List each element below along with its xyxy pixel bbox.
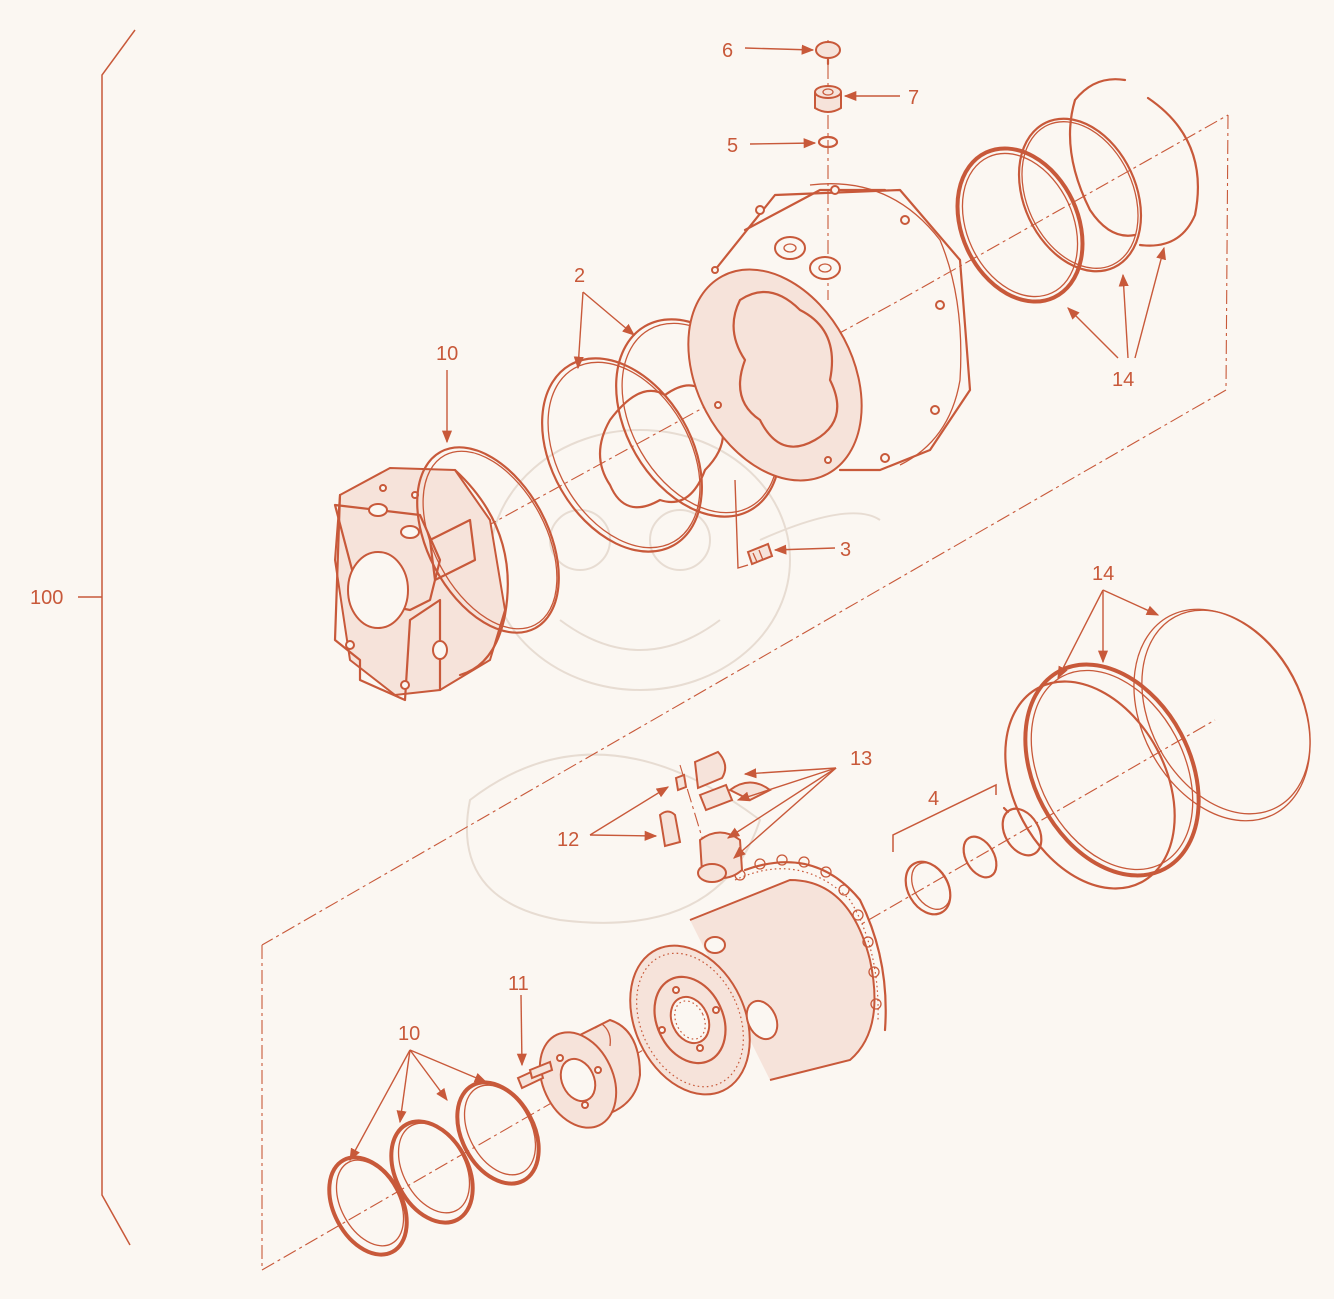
callout-12: 12 — [557, 829, 579, 851]
callout-10-upper: 10 — [436, 343, 458, 365]
set-screw — [734, 479, 774, 569]
spacer-group — [892, 783, 1043, 916]
cap-plug-6 — [815, 41, 841, 59]
callout-14-lower: 14 — [1092, 563, 1114, 585]
callout-5: 5 — [727, 135, 738, 157]
retaining-rings-10-lower — [327, 1080, 541, 1257]
callout-10-lower: 10 — [398, 1023, 420, 1045]
retaining-rings-upper — [955, 78, 1199, 304]
callout-11: 11 — [508, 973, 529, 995]
callout-100: 100 — [30, 587, 63, 609]
assembly-bracket: 100 — [30, 29, 136, 1246]
callout-leaders — [349, 44, 1166, 1162]
callout-14-upper: 14 — [1112, 369, 1134, 391]
callout-3: 3 — [840, 539, 851, 561]
coupling-disc — [516, 1018, 642, 1129]
o-ring-upper — [416, 446, 560, 634]
callout-labels: 6 7 5 2 10 3 14 14 13 4 12 11 10 — [398, 40, 1134, 1045]
retaining-rings-lower — [1004, 608, 1311, 890]
small-fittings — [658, 750, 772, 883]
plug-parts — [814, 41, 842, 149]
washer-5 — [817, 135, 839, 149]
main-housing — [687, 183, 972, 482]
o-ring-upper-inner — [422, 450, 558, 630]
callout-6: 6 — [722, 40, 733, 62]
gear-hub — [629, 854, 887, 1096]
callout-2: 2 — [574, 265, 585, 287]
callout-13: 13 — [850, 748, 872, 770]
end-cap-housing — [333, 466, 509, 702]
callout-7: 7 — [908, 87, 919, 109]
callout-4: 4 — [928, 788, 939, 810]
mascot-watermark — [465, 429, 881, 924]
